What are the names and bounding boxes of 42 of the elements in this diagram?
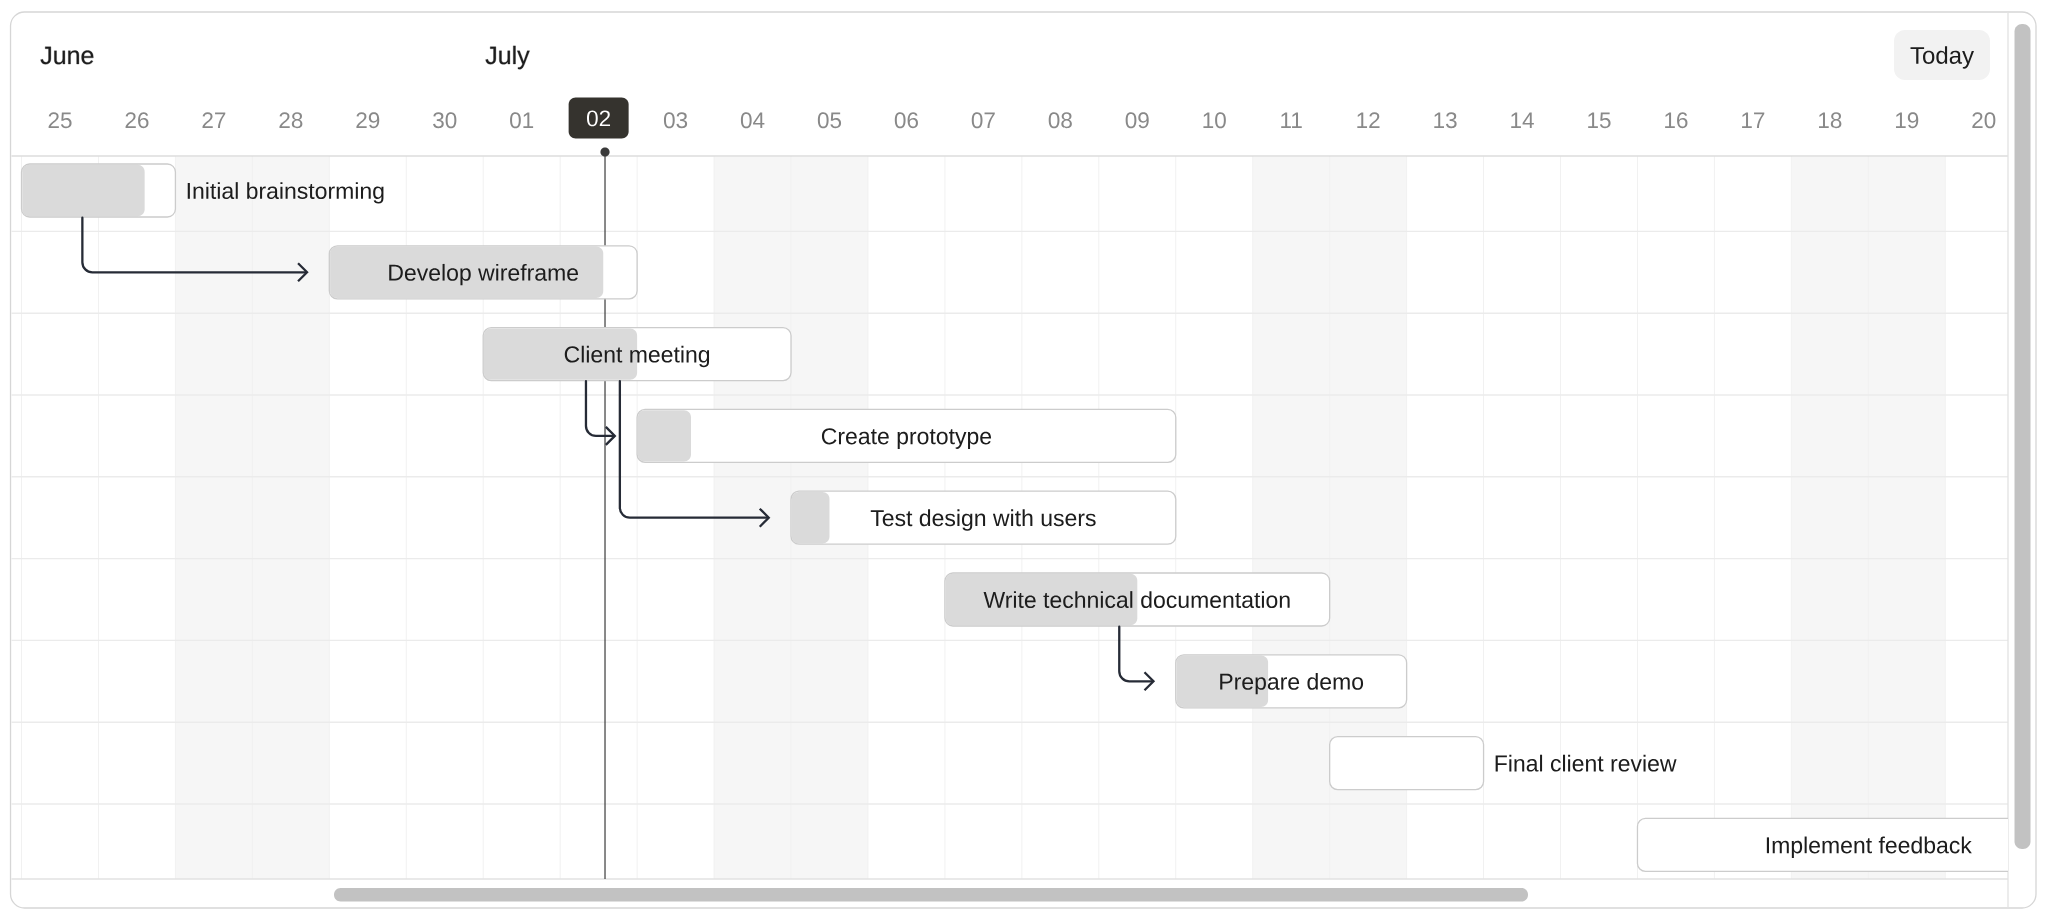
today-button: Today bbox=[1894, 30, 1990, 80]
task-label: Final client review bbox=[1495, 754, 1677, 772]
day-number: 01 bbox=[510, 112, 534, 129]
day-number: 13 bbox=[1434, 112, 1457, 129]
day-number: 09 bbox=[1125, 112, 1149, 129]
arrow bbox=[584, 380, 617, 446]
day-number: 06 bbox=[894, 112, 918, 129]
day-number: 03 bbox=[663, 112, 688, 129]
day-number: 28 bbox=[279, 112, 303, 129]
month-label: June bbox=[40, 46, 94, 65]
task-bar: Write technical documentation bbox=[944, 572, 1331, 627]
arrow bbox=[81, 216, 309, 283]
day-number: 19 bbox=[1896, 112, 1919, 129]
day-number: 16 bbox=[1665, 112, 1688, 129]
arrow bbox=[1118, 625, 1156, 692]
day-number: 27 bbox=[202, 112, 226, 128]
day-number: 04 bbox=[740, 112, 765, 129]
day-number: 26 bbox=[125, 112, 149, 129]
task-bar: Create prototype bbox=[636, 408, 1177, 464]
day-number: 18 bbox=[1819, 112, 1842, 129]
day-number: 25 bbox=[48, 112, 72, 129]
day-number: 17 bbox=[1742, 112, 1765, 128]
day-number: 05 bbox=[817, 112, 842, 129]
month-label: July bbox=[485, 45, 530, 70]
day-number: 29 bbox=[356, 112, 380, 129]
date-highlight: 02 bbox=[568, 97, 629, 139]
task-label: Initial brainstorming bbox=[187, 182, 384, 204]
day-number: 10 bbox=[1203, 112, 1226, 129]
task-bar: Implement feedback bbox=[1636, 817, 2009, 873]
day-number: 11 bbox=[1281, 112, 1302, 128]
task-bar: Prepare demo bbox=[1175, 654, 1408, 709]
day-number: 08 bbox=[1048, 112, 1072, 129]
task-bar: Develop wireframe bbox=[328, 245, 638, 300]
day-number: 12 bbox=[1357, 112, 1380, 128]
day-number: 14 bbox=[1511, 112, 1534, 128]
day-number: 20 bbox=[1972, 112, 1996, 129]
day-number: 07 bbox=[971, 112, 995, 129]
day-number: 15 bbox=[1588, 112, 1611, 129]
task-bar: Client meeting bbox=[482, 326, 792, 382]
arrow bbox=[618, 380, 771, 528]
task-bar: Test design with users bbox=[790, 490, 1177, 545]
day-number: 30 bbox=[433, 112, 457, 129]
